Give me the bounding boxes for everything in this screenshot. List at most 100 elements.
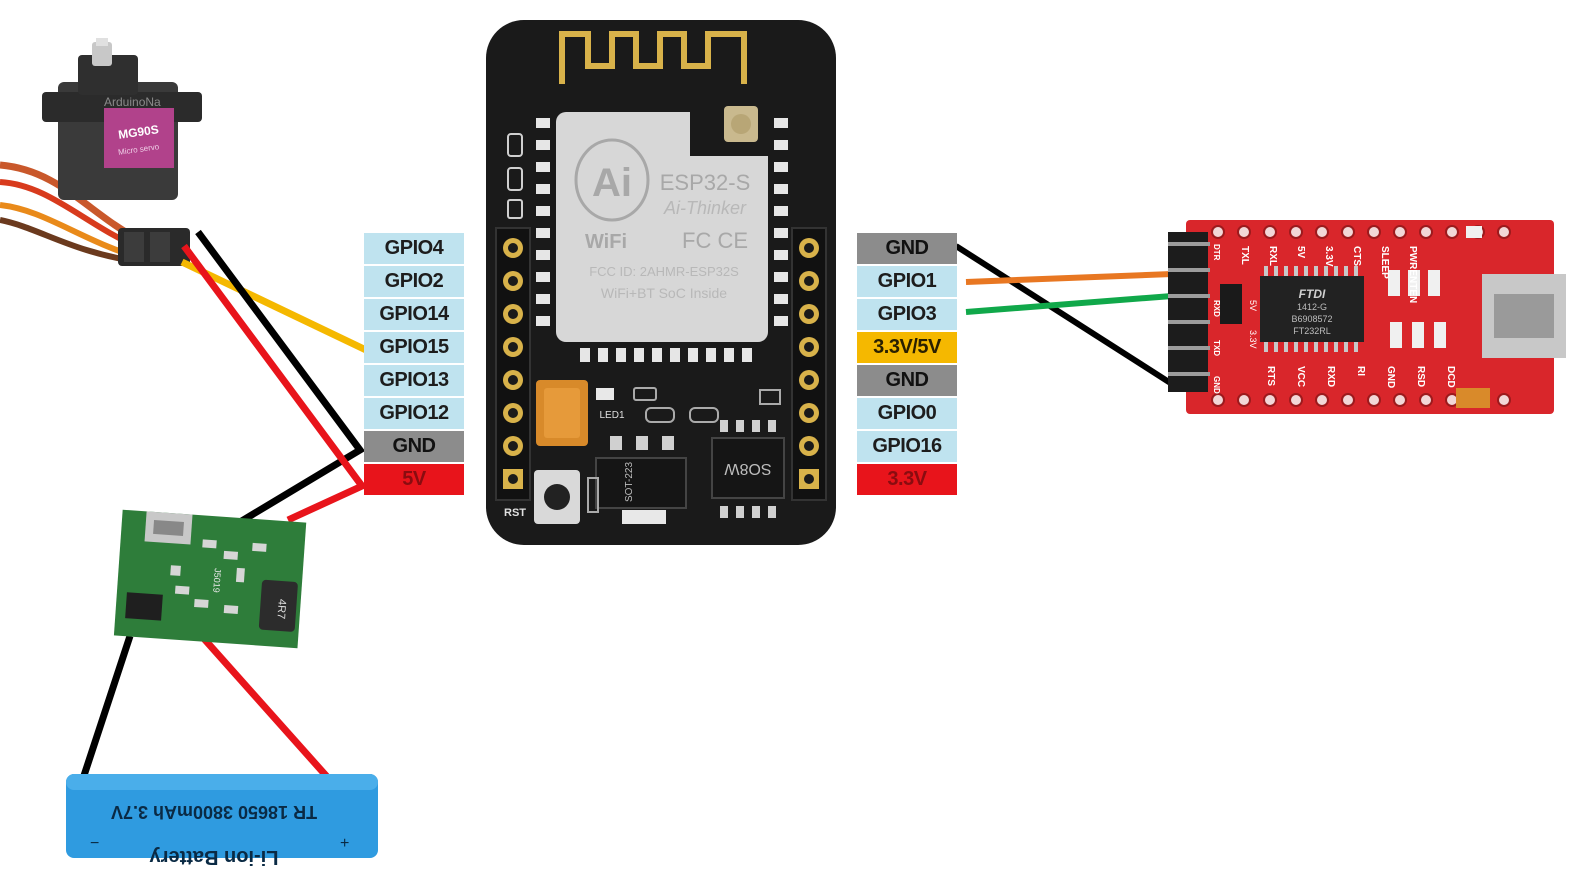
ftdi-pin-label: PWRENTEN [1407,246,1418,303]
ftdi-pin-label: CTS [1351,246,1362,266]
ftdi-pad [1341,393,1355,407]
header-hole [804,243,814,253]
header-hole [508,474,518,484]
ftdi-chip-brand: FTDI [1299,287,1326,301]
ftdi-pad [1237,225,1251,239]
battery-brand: Li-ion Battery [149,846,279,868]
servo-motor: MG90S Micro servo ArduinoNa [0,38,202,266]
header-hole [804,375,814,385]
header-hole [508,309,518,319]
header-hole [508,375,518,385]
battery-minus: − [90,835,99,852]
wifi-logo: WiFi [585,231,627,253]
ftdi-chip-line-2: 1412-G [1297,302,1327,312]
esp32-right-header [791,227,827,501]
ftdi-pin-label: TXL [1239,246,1250,265]
ftdi-pin-label: DCD [1445,366,1456,388]
ftdi-pin-label: RXD [1212,300,1221,317]
right_pins-gnd: GND [857,233,957,264]
ftdi-adapter: 5V 3.3V FTDI 1412-G B6908572 FT232RL [1168,220,1566,414]
header-hole [804,276,814,286]
ftdi-pad [1419,393,1433,407]
right_pins-3-3v-5v: 3.3V/5V [857,332,957,363]
left_pins-gpio15: GPIO15 [364,332,464,363]
header-hole [804,342,814,352]
servo-brand: MG90S [117,122,159,142]
left_pins-gpio2: GPIO2 [364,266,464,297]
chip-label: SO8W [724,460,772,477]
led-label: LED1 [599,410,624,421]
ftdi-pin-label: SLEEP [1379,246,1390,279]
right_pins-gpio1: GPIO1 [857,266,957,297]
ftdi-pad [1211,393,1225,407]
ftdi-pad [1211,225,1225,239]
ftdi-pin-label: VCC [1295,366,1306,387]
ftdi-top-pin-labels: TXL RXL 5V 3.3V CTS SLEEP PWRENTEN [1239,246,1418,303]
ftdi-pad [1315,393,1329,407]
ftdi-pin-label: 3.3V [1323,246,1334,267]
ftdi-pad [1393,225,1407,239]
header-hole [804,309,814,319]
ftdi-pin-label: RTS [1265,366,1276,386]
jumper-5v: 5V [1248,300,1258,311]
header-hole [508,441,518,451]
ftdi-pin-label: 5V [1295,246,1306,259]
ftdi-pad [1289,393,1303,407]
module-maker: Ai-Thinker [663,198,747,218]
header-hole [804,474,814,484]
ftdi-pin-label: RI [1355,366,1366,376]
ftdi-pad [1497,393,1511,407]
ftdi-pin-label: RXL [1267,246,1278,266]
ftdi-chip-line-4: FT232RL [1293,326,1331,336]
ftdi-bottom-pin-labels: RTS VCC RXD RI GND RSD DCD [1265,366,1456,388]
wires-right [954,243,1174,387]
ftdi-pad [1367,225,1381,239]
ftdi-pad [1289,225,1303,239]
left_pins-gpio13: GPIO13 [364,365,464,396]
ftdi-pad [1263,225,1277,239]
ftdi-pin-label: GND [1212,376,1221,394]
ftdi-pin-label: GND [1385,366,1396,388]
ftdi-chip-line-3: B6908572 [1291,314,1332,324]
ftdi-pin-label: RSD [1415,366,1426,387]
inductor-label: 4R7 [274,599,287,620]
ftdi-pad [1497,225,1511,239]
ftdi-pad [1445,225,1459,239]
module-name: ESP32-S [660,170,751,195]
left_pins-gnd: GND [364,431,464,462]
esp32-left-header [495,227,531,501]
battery-plus: + [340,835,349,852]
fcc-line: FCC ID: 2AHMR-ESP32S [589,264,739,279]
header-hole [804,441,814,451]
ftdi-pad [1237,393,1251,407]
ftdi-pad [1393,393,1407,407]
left_pins-5v: 5V [364,464,464,495]
reg-label: SOT-223 [624,462,635,502]
rst-label: RST [504,507,526,519]
servo-watermark: ArduinoNa [104,95,161,109]
right_pins-gpio0: GPIO0 [857,398,957,429]
ftdi-pad [1263,393,1277,407]
left_pins-gpio14: GPIO14 [364,299,464,330]
header-hole [804,408,814,418]
right_pins-gpio16: GPIO16 [857,431,957,462]
header-hole [508,276,518,286]
right_pins-3-3v: 3.3V [857,464,957,495]
ftdi-pin-label: RXD [1325,366,1336,387]
right_pins-gnd: GND [857,365,957,396]
charger-module: 4R7 J5019 [113,509,307,649]
battery-text: TR 18650 3800mAh 3.7V [111,802,317,822]
esp32-cam-board: Ai ESP32-S Ai-Thinker WiFi FC CE FCC ID:… [486,20,836,545]
battery-18650: TR 18650 3800mAh 3.7V Li-ion Battery − + [66,774,378,868]
header-hole [508,408,518,418]
ftdi-pad [1315,225,1329,239]
header-hole [508,342,518,352]
ftdi-pad [1341,225,1355,239]
charger-label: J5019 [211,568,223,593]
left_pins-gpio4: GPIO4 [364,233,464,264]
ftdi-pad [1367,393,1381,407]
ftdi-pin-label: TXD [1212,340,1221,356]
header-hole [508,243,518,253]
